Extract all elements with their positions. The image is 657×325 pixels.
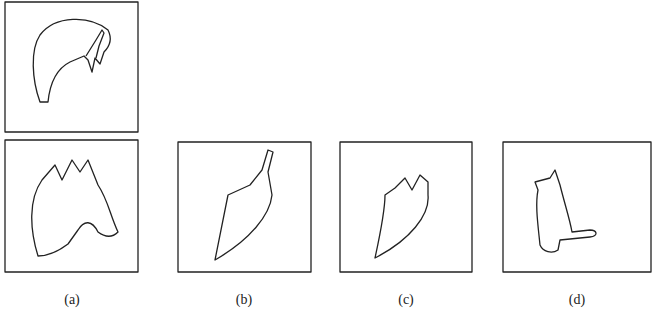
option-label: (b)	[236, 292, 252, 308]
option-shape	[375, 175, 428, 258]
option-label: (d)	[569, 292, 585, 308]
option-frame	[5, 140, 138, 272]
question-shape	[33, 19, 110, 102]
option-frame	[340, 142, 472, 272]
option-shape	[535, 170, 596, 252]
option-label: (c)	[398, 292, 414, 308]
option-shape	[215, 150, 273, 260]
option-shape	[32, 160, 118, 256]
question-spike	[86, 30, 104, 58]
option-label: (a)	[64, 292, 80, 308]
option-frame	[503, 142, 651, 272]
option-frame	[178, 142, 311, 272]
question-frame	[5, 2, 138, 132]
